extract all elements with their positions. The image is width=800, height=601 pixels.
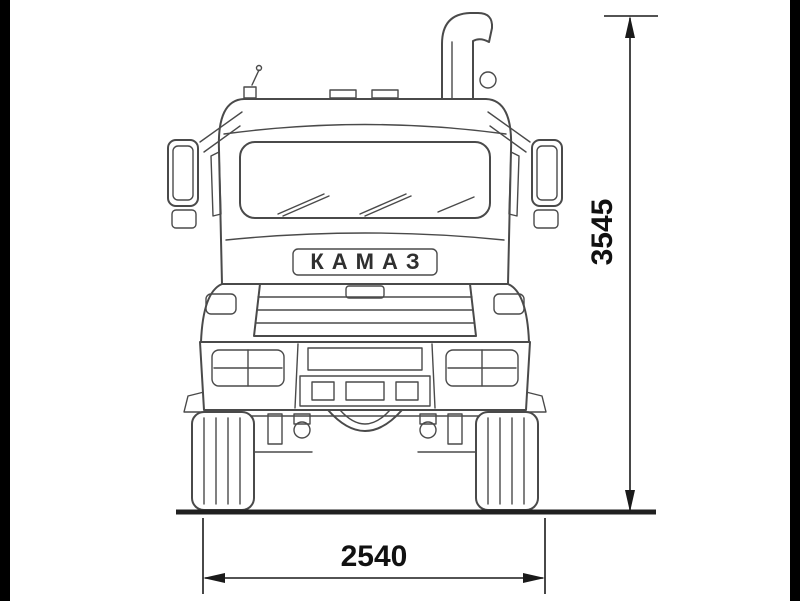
right-corner-lamp <box>493 293 525 315</box>
cab-corners <box>200 283 530 343</box>
undercarriage <box>237 409 493 453</box>
width-dimension: 2540 <box>202 518 546 594</box>
front-panel: КАМАЗ <box>225 232 505 276</box>
brand-badge-plate <box>292 248 438 276</box>
axle-housing <box>327 409 403 432</box>
bumper-center-box <box>299 375 431 407</box>
left-tow-hook <box>293 421 311 439</box>
right-mirror <box>487 111 563 229</box>
left-fender <box>183 391 205 413</box>
arrow-down-icon <box>625 490 635 512</box>
left-wheel <box>191 411 255 511</box>
antenna <box>251 69 260 86</box>
right-edge-bar <box>790 0 800 601</box>
right-side-window <box>508 151 520 217</box>
truck-front-view: КАМАЗ <box>167 12 656 515</box>
sun-visor <box>223 123 507 135</box>
left-side-window <box>210 151 222 217</box>
right-spot-mirror <box>533 209 559 229</box>
width-dimension-label: 2540 <box>341 540 408 573</box>
left-edge-bar <box>0 0 10 601</box>
wiper <box>277 193 325 215</box>
left-mirror <box>167 111 243 229</box>
roof-beacon <box>243 86 257 99</box>
right-wheel <box>475 411 539 511</box>
right-tow-hook <box>419 421 437 439</box>
brand-badge: КАМАЗ <box>310 249 427 274</box>
exhaust-stack <box>441 12 497 111</box>
left-spot-mirror <box>171 209 197 229</box>
grille-emblem <box>345 285 385 299</box>
bumper-step <box>307 347 423 371</box>
windshield <box>239 141 491 219</box>
grille <box>253 283 477 337</box>
intake-cap <box>479 71 497 89</box>
height-dimension-label: 3545 <box>586 199 619 266</box>
left-corner-lamp <box>205 293 237 315</box>
roof-equipment <box>243 64 399 99</box>
height-dimension: 3545 <box>586 15 658 512</box>
wiper <box>359 193 407 215</box>
arrow-up-icon <box>625 16 635 38</box>
roof-marker-light <box>329 89 357 99</box>
arrow-right-icon <box>523 573 545 583</box>
roof-marker-light <box>371 89 399 99</box>
front-bumper <box>199 341 531 411</box>
arrow-left-icon <box>203 573 225 583</box>
wiper <box>437 196 475 213</box>
license-plate-holder <box>345 381 385 401</box>
right-fender <box>525 391 547 413</box>
